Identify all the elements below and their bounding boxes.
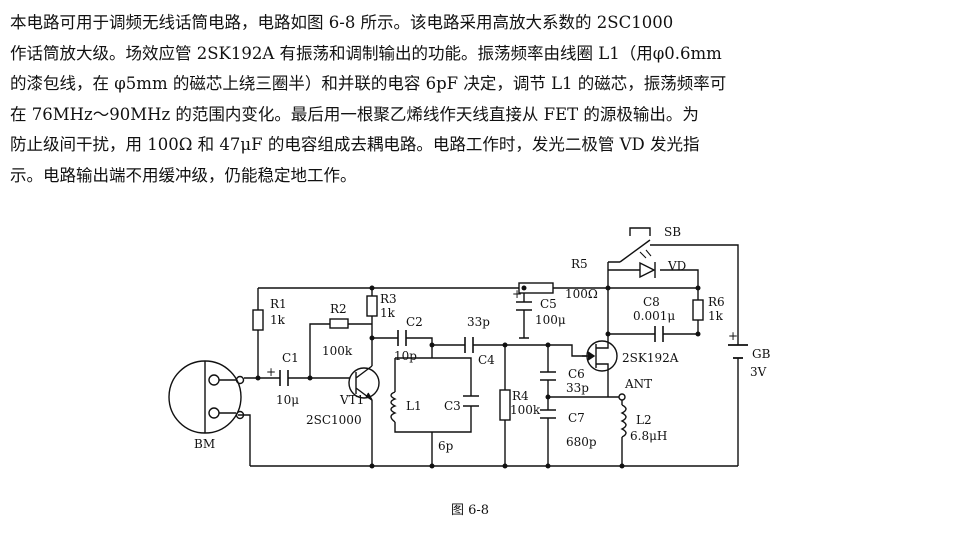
inductors — [390, 391, 627, 438]
text-line: 本电路可用于调频无线话筒电路，电路如图 6-8 所示。该电路采用高放大系数的 2… — [10, 13, 674, 32]
figure-caption: 图 6-8 — [451, 503, 490, 518]
label-r5: R5 — [571, 257, 588, 271]
capacitor-c3 — [463, 395, 479, 407]
label-r5-val: 100Ω — [565, 287, 598, 301]
label-c2-val: 10p — [394, 349, 417, 363]
label-c4-val: 33p — [467, 315, 490, 329]
label-c2: C2 — [406, 315, 423, 329]
label-gb: GB — [752, 347, 771, 361]
capacitor-c1 — [279, 370, 289, 386]
label-c1-val: 10μ — [276, 393, 299, 407]
label-c1: C1 — [282, 351, 299, 365]
resistors — [252, 282, 704, 421]
capacitor-c8 — [654, 326, 664, 342]
label-r4-val: 100k — [510, 403, 541, 417]
capacitors — [279, 301, 664, 419]
text-line: 作话筒放大级。场效应管 2SK192A 有振荡和调制输出的功能。振荡频率由线圈 … — [10, 43, 722, 63]
label-c3: C3 — [444, 399, 461, 413]
label-r1: R1 — [270, 297, 287, 311]
label-c4: C4 — [478, 353, 495, 367]
label-c1-plus: + — [266, 365, 276, 379]
label-bm: BM — [194, 437, 215, 451]
label-r1-val: 1k — [270, 313, 286, 327]
resistor-r6 — [692, 299, 704, 321]
capacitor-c2 — [397, 330, 407, 346]
microphone-bm — [168, 360, 245, 434]
transistor-vt1 — [348, 365, 380, 401]
label-c7: C7 — [568, 411, 585, 425]
resistor-r1 — [252, 309, 264, 331]
capacitor-c4 — [464, 337, 474, 353]
resistor-r4 — [499, 389, 511, 421]
battery-gb — [728, 344, 748, 359]
switch-sb — [619, 227, 651, 263]
capacitor-c6 — [540, 371, 556, 381]
text-line: 防止级间干扰，用 100Ω 和 47μF 的电容组成去耦电路。电路工作时，发光二… — [10, 135, 700, 154]
resistor-r2 — [329, 318, 349, 329]
capacitor-c5 — [516, 301, 532, 311]
label-r2-val: 100k — [322, 344, 353, 358]
label-c5-plus: + — [512, 287, 522, 301]
label-fet: 2SK192A — [622, 351, 679, 365]
component-labels: R1 1k R2 100k R3 1k C1 + 10μ C2 10p 33p … — [194, 225, 771, 453]
label-gb-val: 3V — [750, 365, 767, 379]
label-l2-val: 6.8μH — [630, 429, 667, 443]
label-r6: R6 — [708, 295, 725, 309]
label-ant: ANT — [624, 377, 652, 391]
label-r3-val: 1k — [380, 306, 396, 320]
antenna-ant — [618, 393, 626, 401]
capacitor-c7 — [540, 409, 556, 419]
label-c5: C5 — [540, 297, 557, 311]
label-gb-plus: + — [728, 329, 738, 343]
label-c8-val: 0.001μ — [633, 309, 675, 323]
text-line: 在 76MHz～90MHz 的范围内变化。最后用一根聚乙烯线作天线直接从 FET… — [10, 104, 699, 124]
label-vt1: VT1 — [339, 393, 364, 407]
label-c6-val: 33p — [566, 381, 589, 395]
label-c7-val: 680p — [566, 435, 597, 449]
label-r3: R3 — [380, 292, 397, 306]
label-r2: R2 — [330, 302, 347, 316]
label-sb: SB — [664, 225, 681, 239]
junction-dots — [255, 285, 701, 469]
led-vd — [639, 249, 656, 279]
fet-2sk192a — [582, 334, 618, 378]
label-c3-val: 6p — [438, 439, 454, 453]
text-line: 示。电路输出端不用缓冲级，仍能稳定地工作。 — [10, 165, 357, 185]
label-c5-val: 100μ — [535, 313, 566, 327]
resistor-r3 — [366, 295, 378, 317]
wires — [238, 244, 739, 467]
label-c6: C6 — [568, 367, 585, 381]
label-l2: L2 — [636, 413, 652, 427]
label-vt1-type: 2SC1000 — [306, 413, 362, 427]
label-c8: C8 — [643, 295, 660, 309]
inductor-l2 — [620, 404, 627, 438]
label-vd: VD — [667, 259, 686, 273]
label-l1: L1 — [406, 399, 422, 413]
label-r6-val: 1k — [708, 309, 724, 323]
inductor-l1 — [390, 391, 397, 423]
label-r4: R4 — [512, 389, 529, 403]
text-line: 的漆包线，在 φ5mm 的磁芯上绕三圈半）和并联的电容 6pF 决定，调节 L1… — [10, 74, 727, 93]
description-text: 本电路可用于调频无线话筒电路，电路如图 6-8 所示。该电路采用高放大系数的 2… — [10, 8, 950, 191]
